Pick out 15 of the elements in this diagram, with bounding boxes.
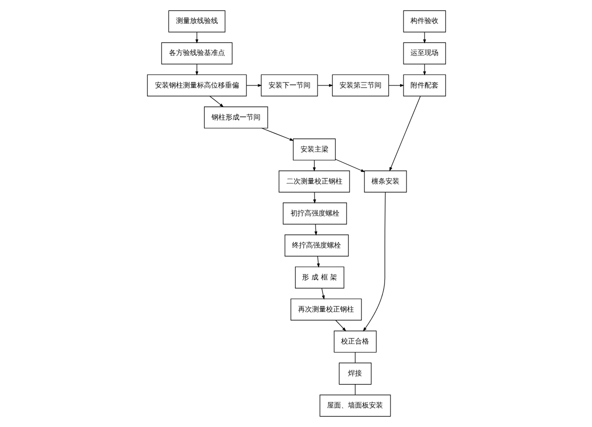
arrow [388, 84, 404, 87]
arrow [208, 96, 224, 108]
arrow [316, 84, 333, 87]
arrow [362, 192, 386, 332]
arrow [314, 224, 317, 236]
arrow [388, 96, 420, 172]
arrow [316, 256, 320, 268]
connector [354, 384, 355, 396]
connector [354, 352, 355, 364]
arrow [246, 84, 262, 87]
arrow [320, 288, 324, 300]
arrow [334, 320, 346, 332]
arrow [312, 192, 316, 204]
arrow [260, 128, 294, 141]
arrow [334, 158, 365, 172]
